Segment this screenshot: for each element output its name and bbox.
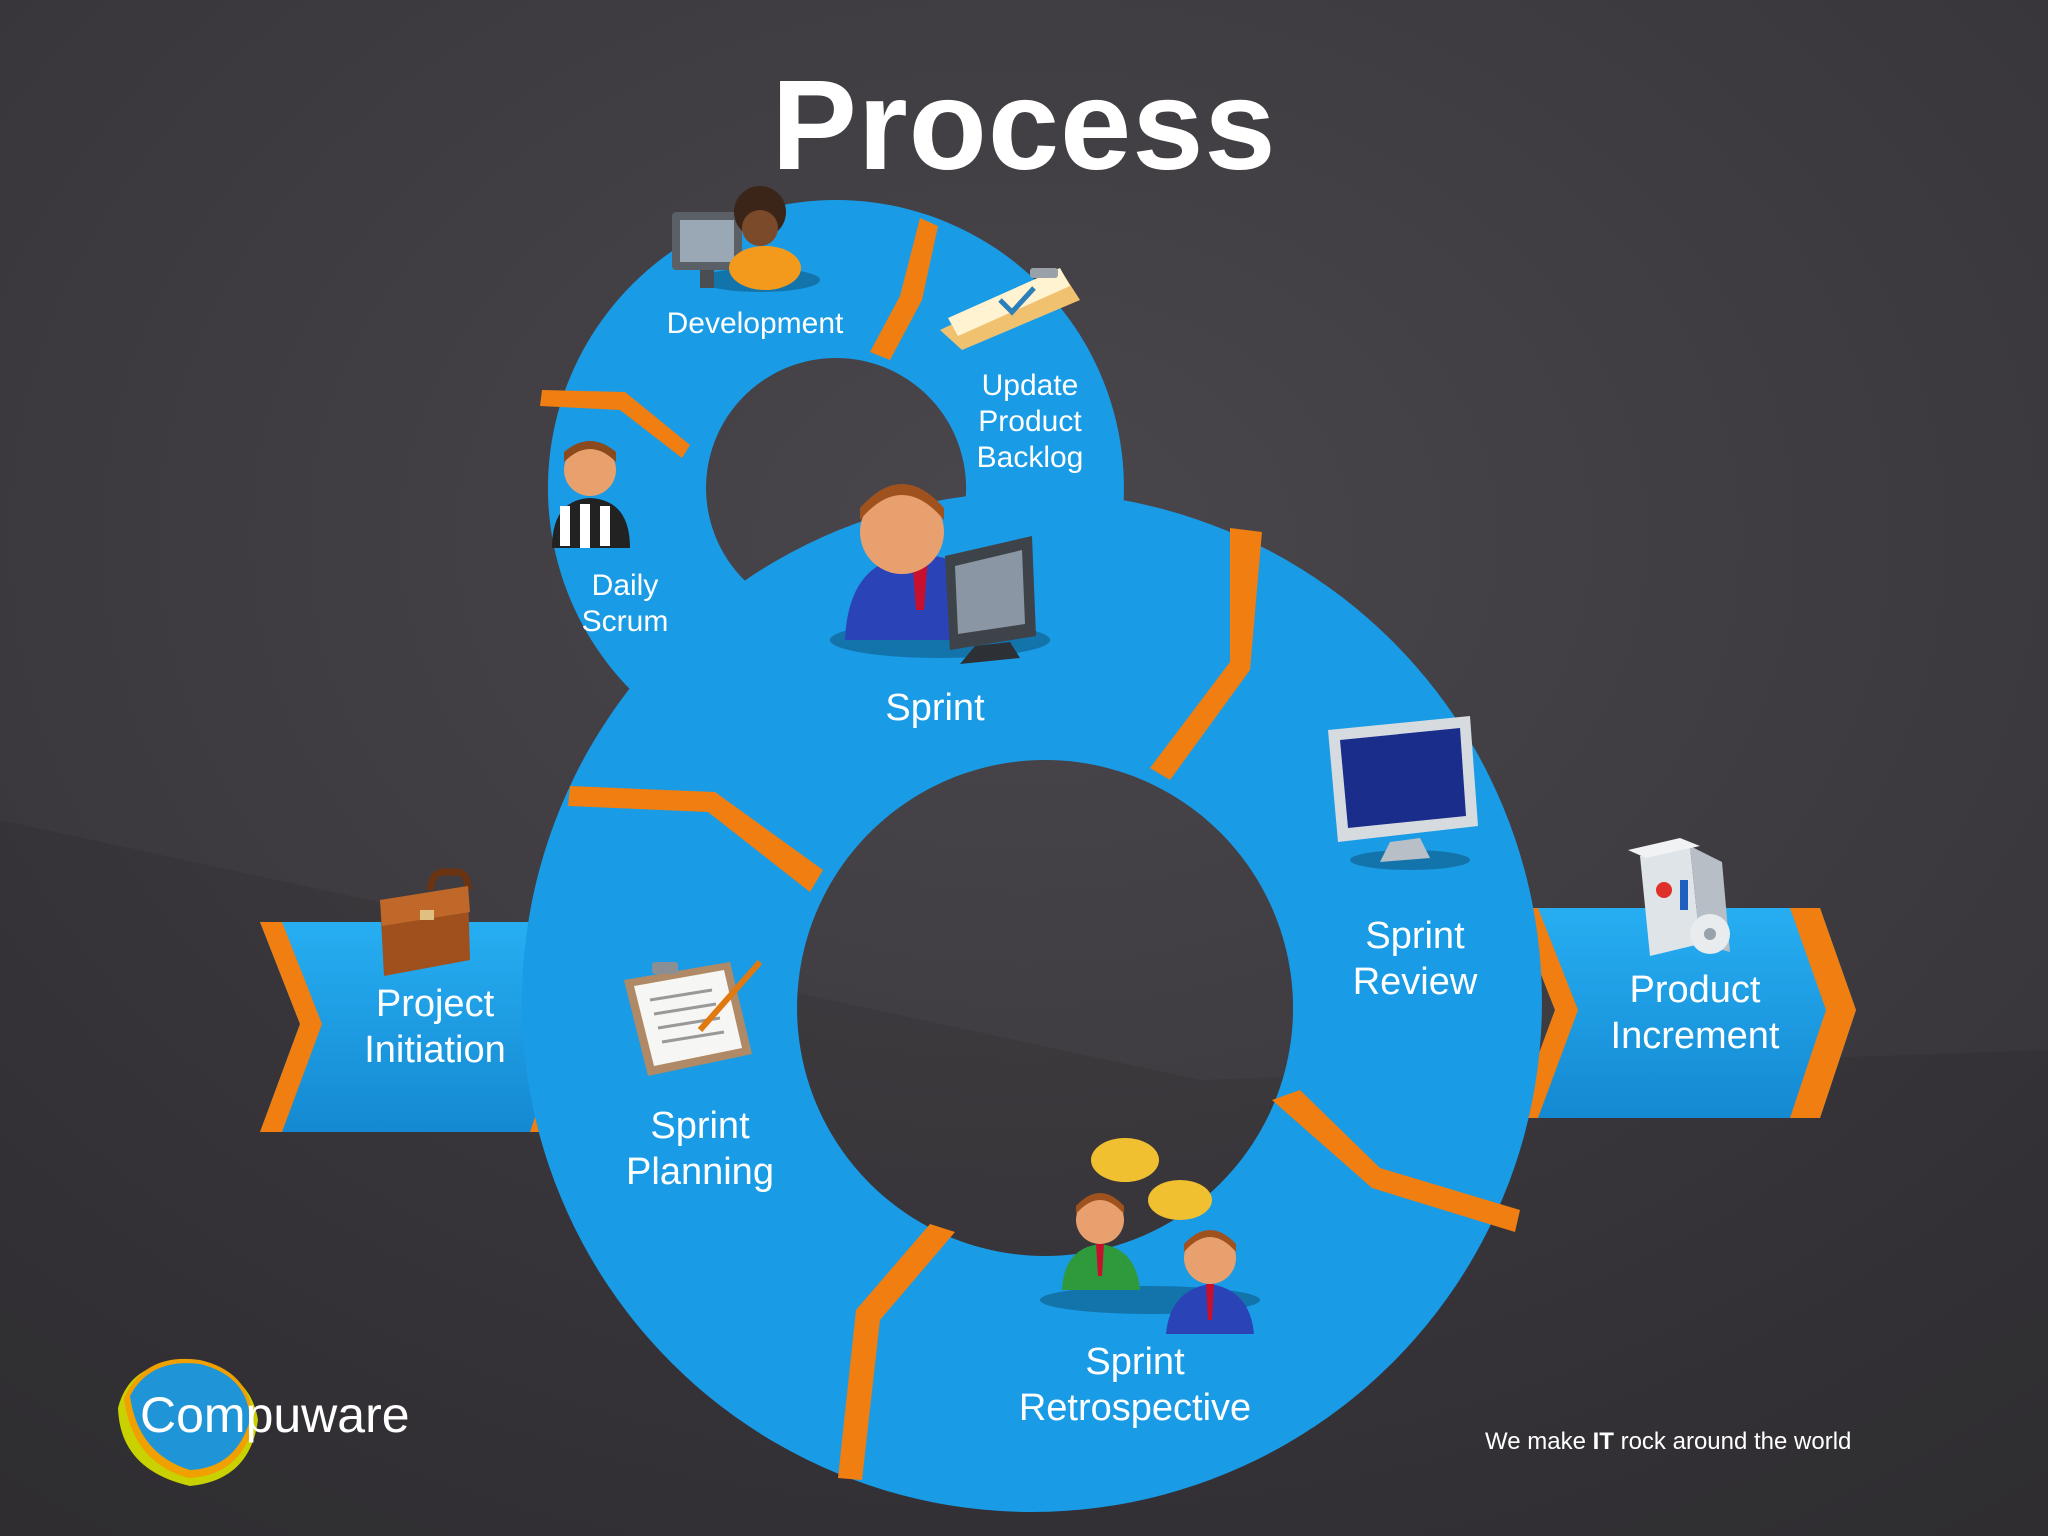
tagline: We make IT rock around the world	[1485, 1428, 1852, 1455]
development-label: Development	[666, 307, 844, 340]
developer-at-computer-icon	[672, 186, 820, 292]
sprint-label: Sprint	[885, 687, 985, 729]
sprint-review-label: Sprint Review	[1352, 915, 1478, 1003]
clipboard-checklist-icon	[940, 268, 1080, 350]
update-product-backlog-label: Update Product Backlog	[976, 369, 1084, 474]
project-initiation-label: Project Initiation	[364, 983, 506, 1071]
two-people-talking-icon	[1040, 1138, 1260, 1334]
task-list-icon	[624, 960, 763, 1076]
compuware-logo-icon	[118, 1358, 258, 1486]
sprint-planning-label: Sprint Planning	[626, 1105, 774, 1193]
briefcase-icon	[380, 868, 472, 976]
referee-icon	[552, 441, 630, 548]
slide-title: Process	[771, 54, 1277, 197]
sprint-retrospective-label: Sprint Retrospective	[1018, 1341, 1252, 1429]
daily-scrum-label: Daily Scrum	[581, 569, 669, 638]
product-increment-arrow	[1515, 908, 1856, 1118]
product-increment-label: Product Increment	[1610, 969, 1780, 1057]
software-box-icon	[1628, 838, 1730, 956]
monitor-icon	[1328, 716, 1478, 870]
company-logo-text: Compuware	[140, 1387, 410, 1443]
businessman-at-computer-icon	[830, 484, 1050, 664]
sprint-cycle-ring	[521, 492, 1542, 1512]
